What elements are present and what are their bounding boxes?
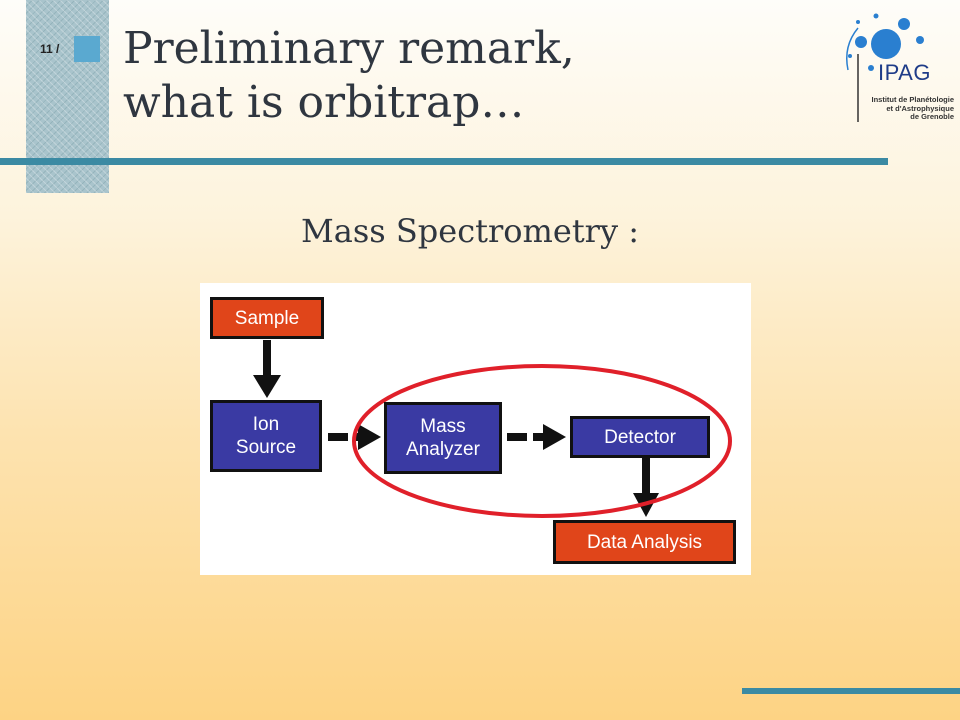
slide-subtitle: Mass Spectrometry : — [300, 212, 639, 250]
slide-title: Preliminary remark, what is orbitrap… — [123, 22, 575, 130]
arrowhead-sample-to-ion-source — [253, 375, 281, 398]
data-analysis-label: Data Analysis — [586, 531, 703, 553]
title-line-1: Preliminary remark, — [123, 23, 575, 74]
ms-flow-diagram: Sample Ion Source Mass Analyzer Detector… — [200, 283, 751, 575]
detector-box: Detector — [570, 416, 710, 458]
title-line-2: what is orbitrap… — [123, 77, 525, 128]
highlight-ellipse — [352, 364, 732, 518]
logo-line-1: Institut de Planétologie — [871, 95, 954, 104]
logo-line-2: et d'Astrophysique — [886, 103, 954, 113]
data-analysis-box: Data Analysis — [553, 520, 736, 564]
diagram-connectors — [253, 340, 732, 518]
logo-name: IPAG — [878, 60, 931, 85]
detector-label: Detector — [604, 426, 676, 448]
ipag-logo-icon — [846, 13, 924, 122]
header-divider — [0, 158, 888, 165]
logo-institute-text: Institut de Planétologie et d'Astrophysi… — [871, 95, 954, 122]
mass-analyzer-label: Mass Analyzer — [406, 416, 480, 460]
ion-source-label: Ion Source — [235, 414, 297, 458]
sample-box: Sample — [210, 297, 324, 339]
corner-square — [74, 36, 100, 62]
footer-divider — [742, 688, 960, 694]
ion-source-box: Ion Source — [210, 400, 322, 472]
arrowhead-ion-source-to-mass-analyzer — [358, 424, 381, 450]
arrowhead-mass-analyzer-to-detector — [543, 424, 566, 450]
logo-line-3: de Grenoble — [910, 112, 954, 121]
slide-number: 11 / — [40, 42, 60, 56]
mass-analyzer-box: Mass Analyzer — [384, 402, 502, 474]
sample-label: Sample — [234, 307, 300, 329]
